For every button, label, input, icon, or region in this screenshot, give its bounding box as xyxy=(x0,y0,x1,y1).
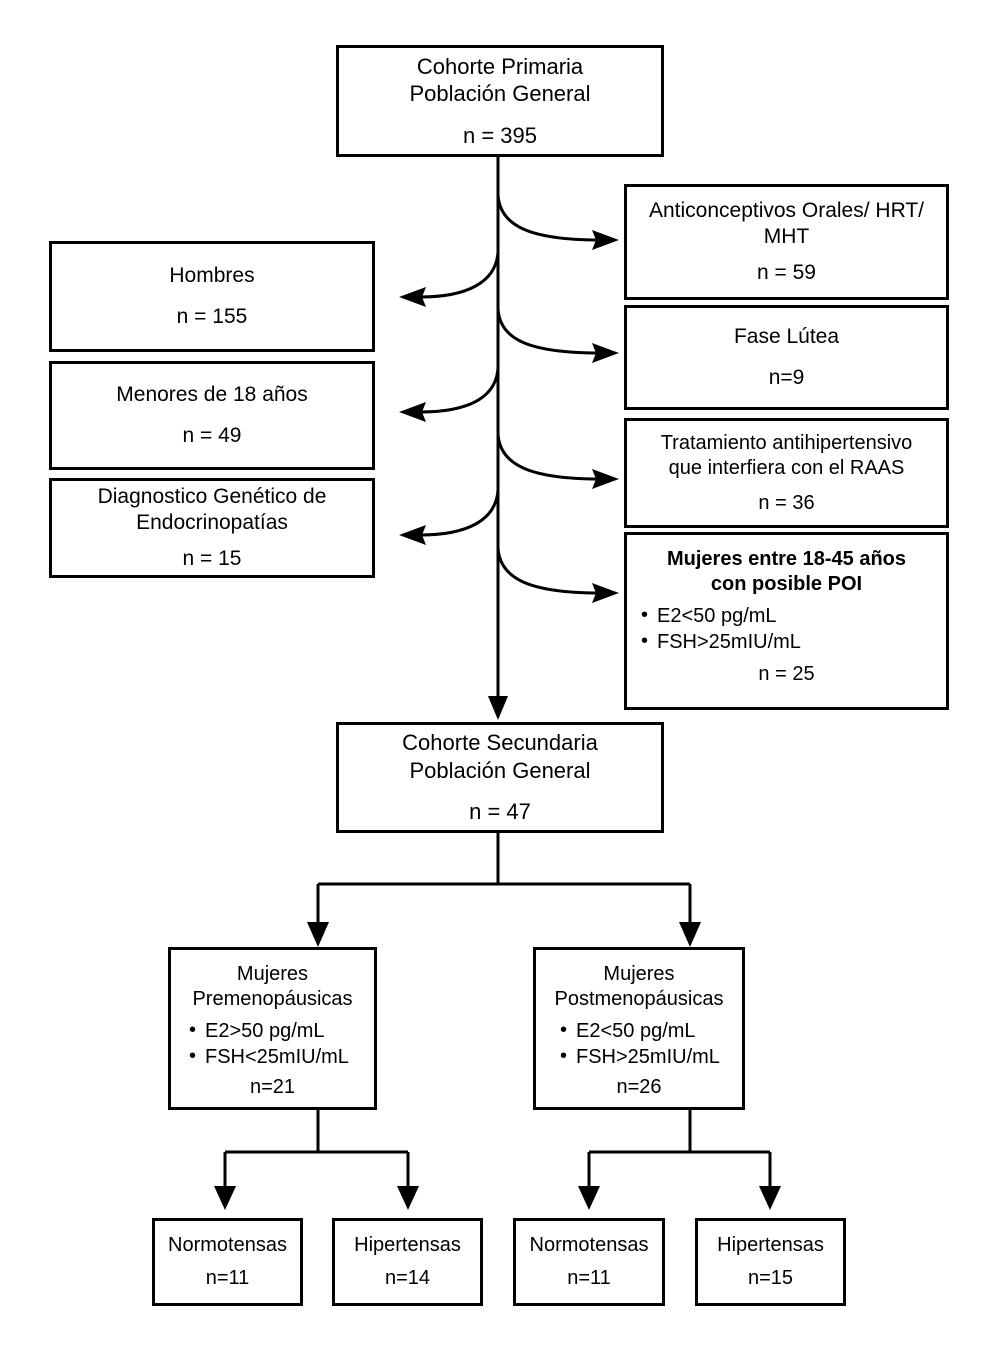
exclusion-left-1-title: Menores de 18 años xyxy=(116,383,308,407)
leaf-2-title: Normotensas xyxy=(529,1234,649,1256)
node-exclusion-poi: Mujeres entre 18-45 años con posible POI… xyxy=(624,532,949,710)
exclusion-right-3-bullets: E2<50 pg/mL FSH>25mIU/mL xyxy=(641,602,946,656)
exclusion-left-1-count: n = 49 xyxy=(182,423,242,447)
secondary-cohort-title: Cohorte Secundaria Población General xyxy=(402,730,598,783)
arrowhead-right-3 xyxy=(592,469,619,489)
exclusion-right-2-count: n = 36 xyxy=(758,491,815,514)
bullet-item: FSH>25mIU/mL xyxy=(641,628,946,655)
exclusion-right-1-count: n=9 xyxy=(768,365,805,389)
node-group-premenopausicas: Mujeres Premenopáusicas E2>50 pg/mL FSH<… xyxy=(168,947,377,1110)
arrowhead-left-1 xyxy=(399,287,426,307)
exclusion-left-2-title: Diagnostico Genético de Endocrinopatías xyxy=(97,484,327,534)
exclusion-left-0-title: Hombres xyxy=(169,264,255,288)
arrowhead-leaf-3 xyxy=(578,1186,600,1210)
group-0-bullets: E2>50 pg/mL FSH<25mIU/mL xyxy=(189,1017,374,1071)
node-leaf-hipertensas-pre: Hipertensas n=14 xyxy=(332,1218,483,1306)
arrowhead-left-3 xyxy=(399,525,426,545)
arrowhead-right-4 xyxy=(592,583,619,603)
curve-right-1 xyxy=(496,194,601,242)
group-0-title: Mujeres Premenopáusicas xyxy=(192,963,353,1010)
leaf-0-title: Normotensas xyxy=(168,1234,287,1256)
node-exclusion-anticonceptivos: Anticonceptivos Orales/ HRT/ MHT n = 59 xyxy=(624,184,949,300)
bullet-item: E2<50 pg/mL xyxy=(560,1017,742,1044)
node-leaf-hipertensas-post: Hipertensas n=15 xyxy=(695,1218,846,1306)
node-leaf-normotensas-pre: Normotensas n=11 xyxy=(152,1218,303,1306)
arrowhead-group-right xyxy=(679,922,701,947)
arrowhead-left-2 xyxy=(399,402,426,422)
node-exclusion-diagnostico-genetico: Diagnostico Genético de Endocrinopatías … xyxy=(49,478,375,578)
node-exclusion-antihipertensivo: Tratamiento antihipertensivo que interfi… xyxy=(624,418,949,528)
curve-right-4 xyxy=(496,547,601,595)
exclusion-right-3-count: n = 25 xyxy=(758,662,815,685)
node-exclusion-fase-lutea: Fase Lútea n=9 xyxy=(624,305,949,410)
leaf-1-count: n=14 xyxy=(384,1267,431,1289)
curve-right-2 xyxy=(496,308,601,355)
primary-cohort-count: n = 395 xyxy=(462,122,537,148)
primary-cohort-title: Cohorte Primaria Población General xyxy=(409,53,591,107)
bullet-item: E2>50 pg/mL xyxy=(189,1017,374,1044)
arrowhead-right-2 xyxy=(592,343,619,363)
node-exclusion-menores-18: Menores de 18 años n = 49 xyxy=(49,361,375,470)
group-1-count: n=26 xyxy=(616,1075,662,1098)
exclusion-right-0-count: n = 59 xyxy=(757,261,816,285)
exclusion-right-1-title: Fase Lútea xyxy=(733,325,840,349)
group-1-bullets: E2<50 pg/mL FSH>25mIU/mL xyxy=(560,1017,742,1071)
curve-left-3 xyxy=(419,489,500,537)
leaf-0-count: n=11 xyxy=(205,1267,250,1289)
node-primary-cohort: Cohorte Primaria Población General n = 3… xyxy=(336,45,664,157)
curve-left-1 xyxy=(419,251,500,299)
leaf-3-title: Hipertensas xyxy=(717,1234,824,1256)
arrowhead-leaf-2 xyxy=(397,1186,419,1210)
node-leaf-normotensas-post: Normotensas n=11 xyxy=(513,1218,665,1306)
arrowhead-group-left xyxy=(307,922,329,947)
exclusion-right-3-title: Mujeres entre 18-45 años con posible POI xyxy=(667,548,906,595)
arrowhead-leaf-1 xyxy=(214,1186,236,1210)
group-0-count: n=21 xyxy=(249,1075,296,1098)
exclusion-right-2-title: Tratamiento antihipertensivo que interfi… xyxy=(660,431,913,479)
curve-left-2 xyxy=(419,367,500,414)
node-exclusion-hombres: Hombres n = 155 xyxy=(49,241,375,352)
curve-right-3 xyxy=(496,433,601,481)
bullet-item: FSH>25mIU/mL xyxy=(560,1043,742,1070)
bullet-item: FSH<25mIU/mL xyxy=(189,1043,374,1070)
secondary-cohort-count: n = 47 xyxy=(469,799,531,825)
exclusion-left-0-count: n = 155 xyxy=(176,304,248,328)
exclusion-right-0-title: Anticonceptivos Orales/ HRT/ MHT xyxy=(648,198,925,248)
bullet-item: E2<50 pg/mL xyxy=(641,602,946,629)
arrowhead-leaf-4 xyxy=(759,1186,781,1210)
node-group-postmenopausicas: Mujeres Postmenopáusicas E2<50 pg/mL FSH… xyxy=(533,947,745,1110)
leaf-1-title: Hipertensas xyxy=(354,1234,461,1256)
node-secondary-cohort: Cohorte Secundaria Población General n =… xyxy=(336,722,664,833)
group-1-title: Mujeres Postmenopáusicas xyxy=(554,963,724,1010)
leaf-3-count: n=15 xyxy=(747,1267,794,1289)
leaf-2-count: n=11 xyxy=(567,1267,611,1289)
exclusion-left-2-count: n = 15 xyxy=(182,547,242,571)
trunk-arrowhead xyxy=(488,696,508,720)
arrowhead-right-1 xyxy=(592,230,619,250)
